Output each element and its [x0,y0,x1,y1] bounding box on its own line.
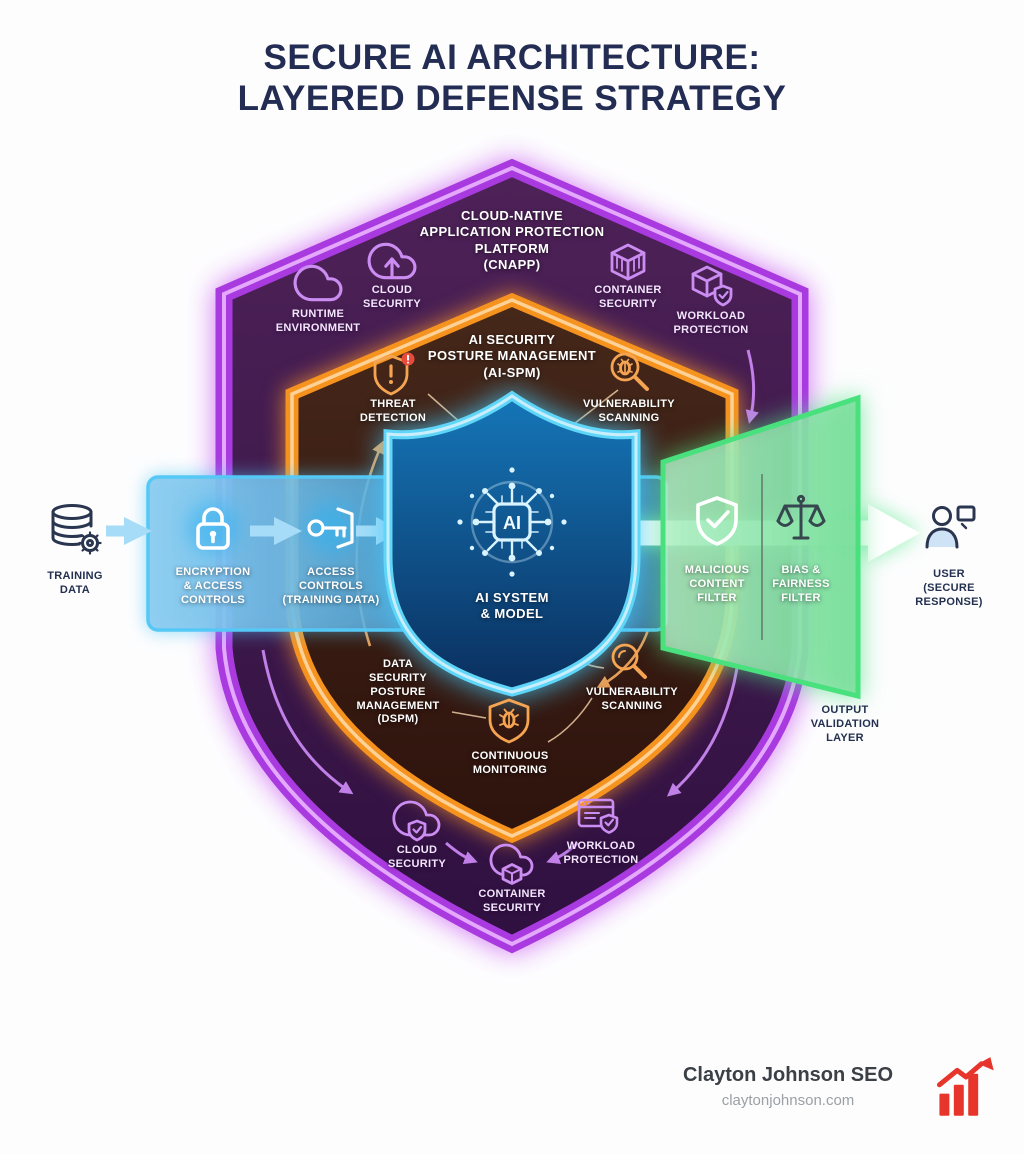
encryption-label: ENCRYPTION & ACCESS CONTROLS [175,566,251,606]
browser-shield-icon [577,798,619,834]
brand-website: claytonjohnson.com [721,1092,855,1109]
magnifier-icon [611,643,647,679]
shield-bug-icon [488,698,530,744]
bias-fairness-filter-label: BIAS & FAIRNESS FILTER [772,564,830,604]
cloud-shield-icon [392,800,441,842]
cloud-security-bottom-label: CLOUD SECURITY [387,844,447,870]
dspm-label: DATA SECURITY POSTURE MANAGEMENT (DSPM) [356,658,440,726]
training-data-label: TRAINING DATA [47,570,103,596]
threat-detection-label: THREAT DETECTION [359,398,427,424]
cloud-container-icon [489,843,534,885]
runtime-environment-label: RUNTIME ENVIRONMENT [275,308,361,334]
ai-brain-chip-icon: AI [457,467,567,577]
growth-chart-icon [936,1057,994,1116]
database-gear-icon [51,504,102,555]
magnifier-bug-icon [610,352,649,391]
workload-protection-top-label: WORKLOAD PROTECTION [673,310,749,336]
brand-name: Clayton Johnson SEO [682,1064,894,1086]
ai-system-label: AI SYSTEM & MODEL [475,590,549,622]
user-label: USER (SECURE RESPONSE) [915,568,983,608]
vulnerability-scanning-top-label: VULNERABILITY SCANNING [583,398,675,424]
access-controls-label: ACCESS CONTROLS (TRAINING DATA) [282,566,380,606]
purple-flow-arrows [261,349,759,865]
lock-glow [187,502,239,554]
output-validation-panel [660,394,861,700]
shield-check-icon [696,496,738,546]
cube-shield-icon [691,265,733,307]
input-arrows [106,517,402,545]
output-validation-label: OUTPUT VALIDATION LAYER [810,704,880,744]
cloud-security-top-label: CLOUD SECURITY [362,284,422,310]
cloud-icon [293,264,343,302]
container-security-bottom-label: CONTAINER SECURITY [478,888,546,914]
ai-chip-label: AI [503,513,521,533]
aispm-layer-title: AI SECURITY POSTURE MANAGEMENT (AI-SPM) [427,332,597,380]
cloud-upload-icon [367,242,417,280]
continuous-monitoring-label: CONTINUOUS MONITORING [471,750,549,776]
page-title: SECURE AI ARCHITECTURE: LAYERED DEFENSE … [237,38,787,118]
container-security-top-label: CONTAINER SECURITY [594,284,662,310]
cnapp-layer-title: CLOUD-NATIVE APPLICATION PROTECTION PLAT… [419,208,605,273]
shield-alert-icon [373,352,415,396]
vulnerability-scanning-bottom-label: VULNERABILITY SCANNING [586,686,678,712]
person-screen-icon [925,505,976,549]
workload-protection-bottom-label: WORKLOAD PROTECTION [563,840,639,866]
scales-icon [776,494,826,540]
malicious-content-filter-label: MALICIOUS CONTENT FILTER [684,564,750,604]
padlock-icon [196,507,230,550]
key-door-icon [307,507,354,549]
container-cube-icon [610,243,646,281]
